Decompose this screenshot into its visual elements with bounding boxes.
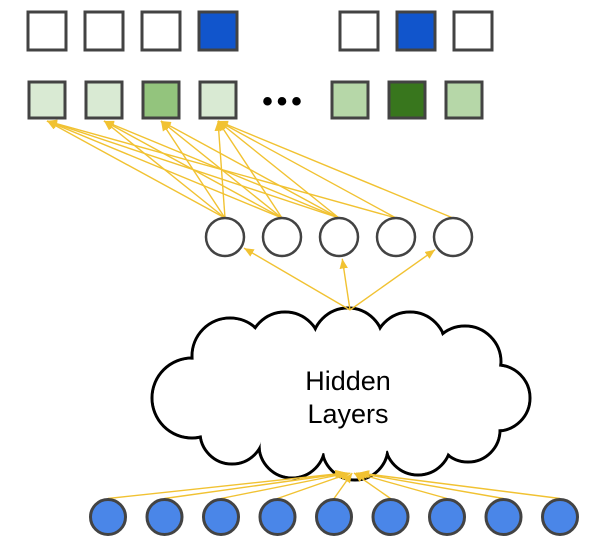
projection-to-embedding-arrow <box>46 119 397 219</box>
input-to-cloud-arrow <box>355 471 448 500</box>
input-node-9 <box>541 498 579 536</box>
one-hot-input-row <box>26 10 494 52</box>
embedding-cell-7 <box>444 80 484 120</box>
input-to-cloud-arrow <box>359 470 561 500</box>
input-node-5 <box>315 498 353 536</box>
cloud-body <box>217 338 473 454</box>
one-hot-cell-4 <box>197 10 239 52</box>
hidden-layers-cloud <box>150 306 532 482</box>
projection-to-embedding-arrow <box>46 120 226 219</box>
projection-node-5 <box>432 216 474 258</box>
input-to-cloud-arrow <box>333 472 353 499</box>
projection-to-embedding-arrow <box>217 120 340 219</box>
cloud-to-projection-arrow <box>243 247 351 311</box>
cloud-to-projection-arrow <box>349 249 436 311</box>
hidden-layers-label-line1: Hidden <box>305 366 391 396</box>
projection-to-embedding-arrow <box>160 120 340 219</box>
one-hot-cell-2 <box>83 10 125 52</box>
embedding-cell-2 <box>84 80 124 120</box>
projection-to-embedding-arrow <box>46 120 340 219</box>
input-to-cloud-arrow <box>277 472 351 500</box>
input-to-cloud-arrow <box>164 470 347 500</box>
connection-arrows <box>46 119 561 500</box>
embedding-row <box>27 80 484 120</box>
one-hot-cell-1 <box>26 10 68 52</box>
cloud-to-projection-arrow <box>339 258 351 311</box>
embedding-cell-3 <box>141 80 181 120</box>
embedding-cell-1 <box>27 80 67 120</box>
input-node-8 <box>484 498 523 536</box>
projection-to-embedding-arrow <box>46 120 283 219</box>
projection-node-3 <box>318 216 360 258</box>
one-hot-cell-3 <box>140 10 182 52</box>
input-to-cloud-arrow <box>107 469 346 500</box>
one-hot-cell-5 <box>338 10 380 52</box>
hidden-layers-label-line2: Layers <box>307 399 388 429</box>
one-hot-cell-7 <box>452 10 494 52</box>
ellipsis: ••• <box>262 85 306 118</box>
projection-nodes <box>204 216 474 258</box>
projection-to-embedding-arrow <box>217 120 454 219</box>
projection-node-2 <box>261 216 303 258</box>
input-node-3 <box>202 498 240 536</box>
input-node-4 <box>258 498 297 536</box>
projection-node-4 <box>375 216 417 258</box>
input-node-6 <box>371 498 410 536</box>
input-to-cloud-arrow <box>357 470 504 500</box>
input-nodes <box>89 498 579 536</box>
embedding-cell-6 <box>387 80 427 120</box>
projection-to-embedding-arrow <box>217 120 397 219</box>
projection-node-1 <box>204 216 246 258</box>
input-node-1 <box>89 498 127 536</box>
embedding-cell-4 <box>198 80 238 120</box>
input-to-cloud-arrow <box>220 470 349 500</box>
input-node-7 <box>428 498 466 536</box>
input-node-2 <box>145 498 184 536</box>
embedding-cell-5 <box>330 80 370 120</box>
one-hot-cell-6 <box>395 10 437 52</box>
